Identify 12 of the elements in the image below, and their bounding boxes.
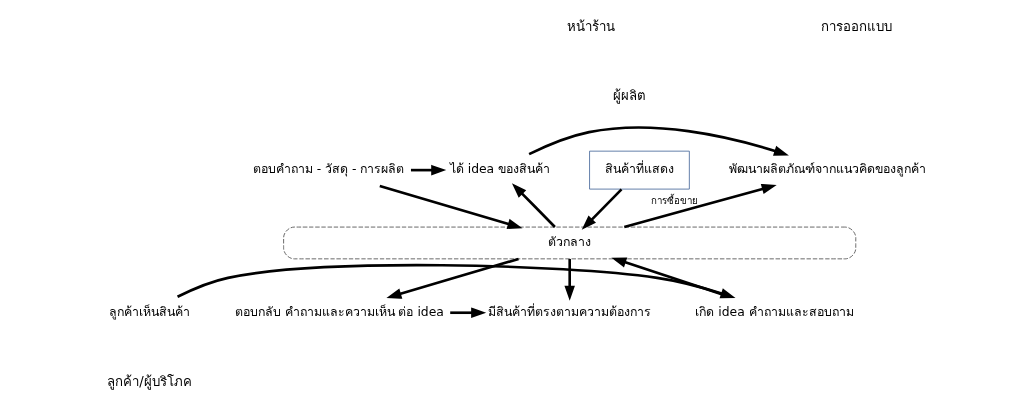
- node-text: มีสินค้าที่ตรงตามความต้องการ: [487, 304, 651, 319]
- label: การออกแบบ: [820, 18, 892, 34]
- node-text: ตอบกลับ คำถามและความเห็น ต่อ idea: [234, 304, 444, 319]
- node-text: ลูกค้าเห็นสินค้า: [108, 304, 190, 319]
- label: ผู้ผลิต: [612, 88, 646, 104]
- node-text: ตอบคำถาม - วัสดุ - การผลิต: [252, 162, 404, 177]
- edge-label: การซื้อขาย: [650, 194, 698, 206]
- node-text: พัฒนาผลิตภัณฑ์จากแนวคิดของลูกค้า: [728, 162, 926, 177]
- node-text: ได้ idea ของสินค้า: [449, 162, 550, 177]
- label: ลูกค้า/ผู้บริโภค: [106, 373, 192, 389]
- label: หน้าร้าน: [566, 18, 615, 34]
- node-text: เกิด idea คำถามและสอบถาม: [694, 304, 854, 319]
